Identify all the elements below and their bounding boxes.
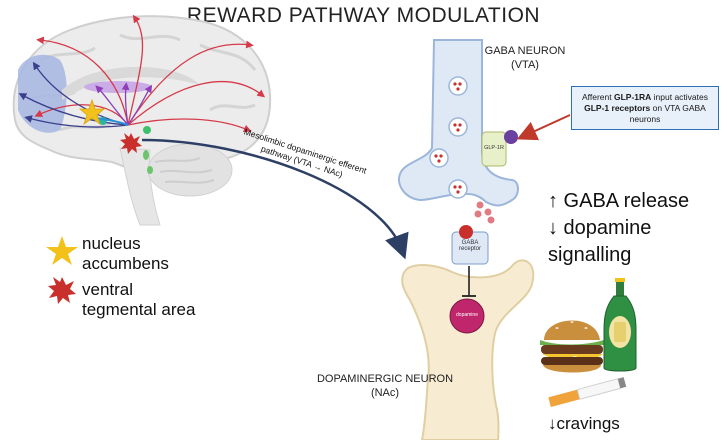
gaba-receptor-label: GABA receptor [452,240,488,252]
callout-bold-2: GLP-1 receptors [584,103,651,113]
legend-vta-line1: ventral [82,280,134,299]
legend-star-icon [46,236,78,265]
gaba-ligand-icon [459,225,473,239]
gaba-neuron-label: GABA NEURON (VTA) [470,44,580,72]
effect-dopamine: ↓ dopamine [548,217,652,239]
callout-text-1: Afferent [582,92,614,102]
dopaminergic-neuron-title: DOPAMINERGIC NEURON [316,373,454,385]
effects-text: ↑ GABA release ↓ dopamine signalling [548,188,689,269]
cigarette-icon [548,377,627,407]
gaba-receptor-line1: GABA [461,240,479,246]
cravings-label: ↓cravings [548,414,620,433]
dopaminergic-neuron-subtitle: (NAc) [370,387,400,399]
legend-nac-line2: accumbens [82,254,169,273]
burger-icon [540,320,604,373]
glp1ra-callout: Afferent GLP-1RA input activates GLP-1 r… [571,86,719,130]
effect-signalling: signalling [548,244,632,266]
mesolimbic-arrow [141,138,409,260]
dopaminergic-neuron-label: DOPAMINERGIC NEURON (NAc) [300,372,470,400]
dopamine-label: dopamine [456,312,478,318]
glp1ra-ligand-icon [504,130,518,144]
callout-arrow [516,114,571,141]
beer-bottle-icon [603,278,637,372]
nac-star-icon [78,98,106,126]
gaba-receptor-line2: receptor [458,246,481,252]
callout-bold-1: GLP-1RA [613,92,652,102]
callout-text-3: on VTA GABA neurons [629,103,706,124]
callout-text-2: input activates [651,92,708,102]
glp1r-label: GLP-1R [484,145,504,151]
legend-nac-line1: nucleus [82,234,141,253]
vta-burst-icon [120,133,142,154]
gaba-neuron-title: GABA NEURON [484,45,566,57]
dopaminergic-neuron [401,225,535,440]
dopamine-marker [449,298,485,334]
legend-item-vta: ventral tegmental area [82,280,195,320]
effect-gaba-release: ↑ GABA release [548,190,690,212]
gaba-neuron [398,39,519,224]
legend-burst-icon [48,277,76,304]
glp1-receptor [481,131,507,167]
brain-illustration [12,14,272,226]
gaba-neuron-subtitle: (VTA) [511,59,539,71]
legend-item-nac: nucleus accumbens [82,234,169,274]
page-title: REWARD PATHWAY MODULATION [186,4,541,27]
legend-vta-line2: tegmental area [82,300,196,319]
